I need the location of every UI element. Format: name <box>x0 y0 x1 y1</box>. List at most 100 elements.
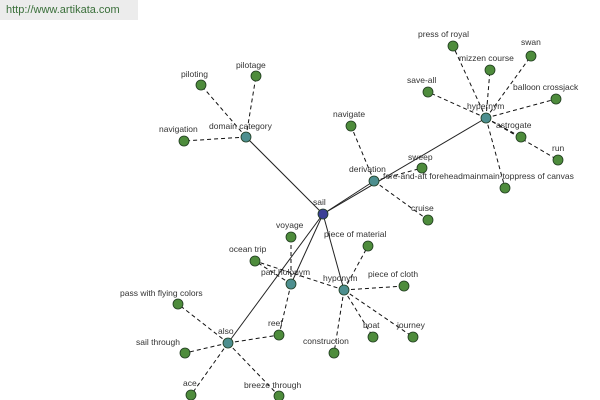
node-balloon-crossjack[interactable]: balloon crossjack <box>513 82 579 105</box>
leaf-node-marker[interactable] <box>367 331 379 343</box>
node-press-of-royal[interactable]: press of royal <box>418 29 469 52</box>
edge-also-sail_through <box>184 342 229 354</box>
leaf-node-marker[interactable] <box>345 120 357 132</box>
node-swan[interactable]: swan <box>521 37 541 62</box>
edge-derivation-sweep <box>373 167 423 182</box>
leaf-node-marker[interactable] <box>179 347 191 359</box>
node-label: mizzen course <box>459 53 514 63</box>
leaf-node-marker[interactable] <box>515 131 527 143</box>
root-node-marker[interactable] <box>317 208 329 220</box>
node-derivation[interactable]: derivation <box>349 164 386 187</box>
edge-hypernym_top-save_all <box>427 91 487 119</box>
node-run[interactable]: run <box>552 143 565 166</box>
node-part-holonym[interactable]: part holonym <box>261 267 310 290</box>
node-also[interactable]: also <box>218 326 234 349</box>
node-label: boat <box>363 320 380 330</box>
edge-sail-hypernym_top <box>322 117 487 215</box>
leaf-node-marker[interactable] <box>422 214 434 226</box>
node-journey[interactable]: journey <box>396 320 426 343</box>
edge-also-pass_with_flying_colors <box>177 303 229 344</box>
node-sail[interactable]: sail <box>313 197 329 220</box>
node-label: pilotage <box>236 60 266 70</box>
edge-derivation-cruise <box>373 180 429 221</box>
node-label: breeze through <box>244 380 301 390</box>
leaf-node-marker[interactable] <box>550 93 562 105</box>
leaf-node-marker[interactable] <box>273 390 285 400</box>
node-pass-with-flying-colors[interactable]: pass with flying colors <box>120 288 203 310</box>
hub-node-marker[interactable] <box>222 337 234 349</box>
edge-sail-part_holonym <box>290 213 324 285</box>
hub-node-marker[interactable] <box>285 278 297 290</box>
leaf-node-marker[interactable] <box>249 255 261 267</box>
leaf-node-marker[interactable] <box>398 280 410 292</box>
edge-also-ace <box>190 342 229 396</box>
node-label: part holonym <box>261 267 310 277</box>
node-astrogate[interactable]: astrogate <box>496 120 532 143</box>
hub-node-marker[interactable] <box>368 175 380 187</box>
node-sweep[interactable]: sweep <box>408 152 433 174</box>
edge-hyponym_mid-piece_of_material <box>343 245 369 291</box>
edge-hypernym_top-mizzen_course <box>485 69 491 119</box>
node-save-all[interactable]: save-all <box>407 75 436 98</box>
hub-node-marker[interactable] <box>480 112 492 124</box>
node-sail-through[interactable]: sail through <box>136 337 191 359</box>
leaf-node-marker[interactable] <box>407 331 419 343</box>
node-breeze-through[interactable]: breeze through <box>244 380 301 400</box>
node-label: navigate <box>333 109 365 119</box>
node-piloting[interactable]: piloting <box>181 69 208 91</box>
node-cruise[interactable]: cruise <box>411 203 434 226</box>
leaf-node-marker[interactable] <box>525 50 537 62</box>
node-boat[interactable]: boat <box>363 320 380 343</box>
node-label: swan <box>521 37 541 47</box>
node-piece-of-material[interactable]: piece of material <box>324 229 386 252</box>
leaf-node-marker[interactable] <box>178 135 190 147</box>
edge-domain_category-pilotage <box>245 75 257 138</box>
node-mizzen-course[interactable]: mizzen course <box>459 53 514 76</box>
node-pilotage[interactable]: pilotage <box>236 60 266 82</box>
leaf-node-marker[interactable] <box>447 40 459 52</box>
leaf-node-marker[interactable] <box>552 154 564 166</box>
node-label: piece of cloth <box>368 269 418 279</box>
leaf-node-marker[interactable] <box>250 70 262 82</box>
leaf-node-marker[interactable] <box>484 64 496 76</box>
node-domain-category[interactable]: domain category <box>209 121 273 143</box>
node-label: piece of material <box>324 229 386 239</box>
edge-hyponym_mid-boat <box>343 289 374 338</box>
node-hyponym-mid[interactable]: hyponym <box>323 273 358 296</box>
edge-also-breeze_through <box>227 342 280 397</box>
leaf-node-marker[interactable] <box>422 86 434 98</box>
leaf-node-marker[interactable] <box>195 79 207 91</box>
node-voyage[interactable]: voyage <box>276 220 304 243</box>
node-ocean-trip[interactable]: ocean trip <box>229 244 267 267</box>
node-hypernym-top[interactable]: hypernym <box>467 101 504 124</box>
node-label: domain category <box>209 121 273 131</box>
node-label: journey <box>396 320 426 330</box>
leaf-node-marker[interactable] <box>273 329 285 341</box>
leaf-node-marker[interactable] <box>416 162 428 174</box>
node-label: sail <box>313 197 326 207</box>
node-navigate[interactable]: navigate <box>333 109 365 132</box>
node-ace[interactable]: ace <box>183 378 197 400</box>
hub-node-marker[interactable] <box>338 284 350 296</box>
source-url[interactable]: http://www.artikata.com <box>0 0 138 20</box>
node-label: run <box>552 143 565 153</box>
node-construction[interactable]: construction <box>303 336 349 359</box>
node-navigation[interactable]: navigation <box>159 124 198 147</box>
leaf-node-marker[interactable] <box>328 347 340 359</box>
leaf-node-marker[interactable] <box>362 240 374 252</box>
leaf-node-marker[interactable] <box>185 389 197 400</box>
leaf-node-marker[interactable] <box>285 231 297 243</box>
hub-node-marker[interactable] <box>240 131 252 143</box>
node-fore-and-aft[interactable]: fore-and-aft foreheadmainmain-toppress o… <box>383 171 574 194</box>
edge-layer <box>177 45 559 397</box>
edge-hyponym_mid-piece_of_cloth <box>343 285 405 291</box>
edge-hypernym_top-press_of_royal <box>452 45 487 119</box>
edge-domain_category-navigation <box>183 136 247 142</box>
leaf-node-marker[interactable] <box>172 298 184 310</box>
edge-hypernym_top-swan <box>485 55 532 119</box>
edge-part_holonym-ocean_trip <box>254 260 292 285</box>
node-piece-of-cloth[interactable]: piece of cloth <box>368 269 418 292</box>
leaf-node-marker[interactable] <box>499 182 511 194</box>
node-reef[interactable]: reef <box>268 318 285 341</box>
